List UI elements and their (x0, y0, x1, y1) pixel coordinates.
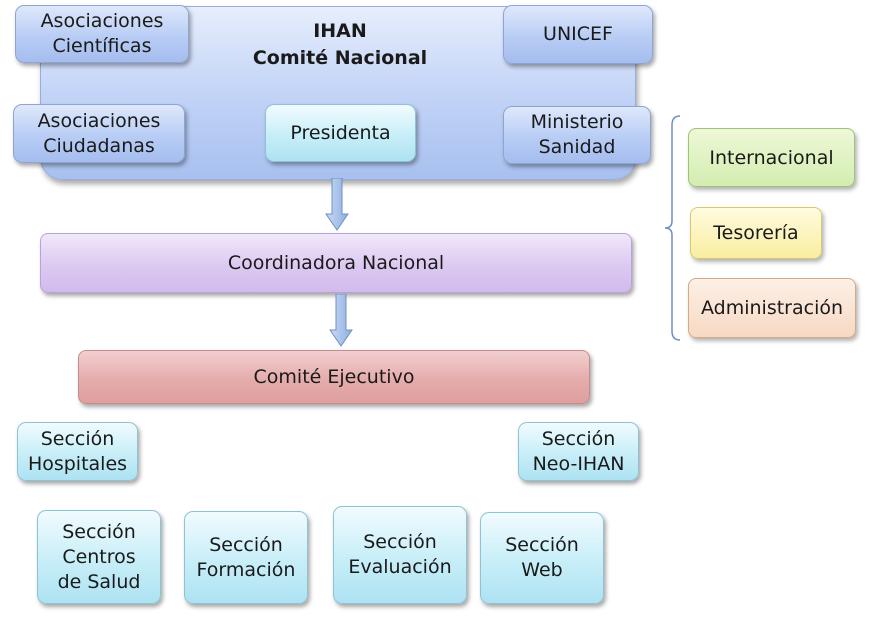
seccion-evaluacion-box: Sección Evaluación (333, 506, 467, 604)
arrow-down-icon (329, 294, 353, 347)
title-comite-nacional: Comité Nacional (252, 47, 428, 69)
seccion-web-box: Sección Web (480, 512, 604, 604)
administracion-box: Administración (688, 278, 856, 338)
title-ihan: IHAN (313, 20, 367, 42)
asociaciones-cientificas-box: Asociaciones Científicas (15, 5, 189, 63)
unicef-box: UNICEF (503, 5, 653, 64)
presidenta-box: Presidenta (265, 104, 416, 162)
comite-nacional-title: IHAN Comité Nacional (230, 18, 450, 72)
seccion-centros-salud-box: Sección Centros de Salud (37, 510, 161, 604)
seccion-neo-ihan-box: Sección Neo-IHAN (518, 422, 639, 481)
side-bracket (664, 115, 681, 341)
seccion-hospitales-box: Sección Hospitales (17, 422, 138, 481)
asociaciones-ciudadanas-box: Asociaciones Ciudadanas (13, 104, 185, 163)
tesoreria-box: Tesorería (690, 207, 822, 259)
seccion-formacion-box: Sección Formación (184, 511, 308, 604)
arrow-down-icon (325, 178, 349, 231)
ministerio-sanidad-box: Ministerio Sanidad (503, 106, 651, 164)
comite-ejecutivo-box: Comité Ejecutivo (78, 350, 590, 404)
internacional-box: Internacional (688, 128, 855, 187)
coordinadora-nacional-box: Coordinadora Nacional (40, 233, 632, 293)
